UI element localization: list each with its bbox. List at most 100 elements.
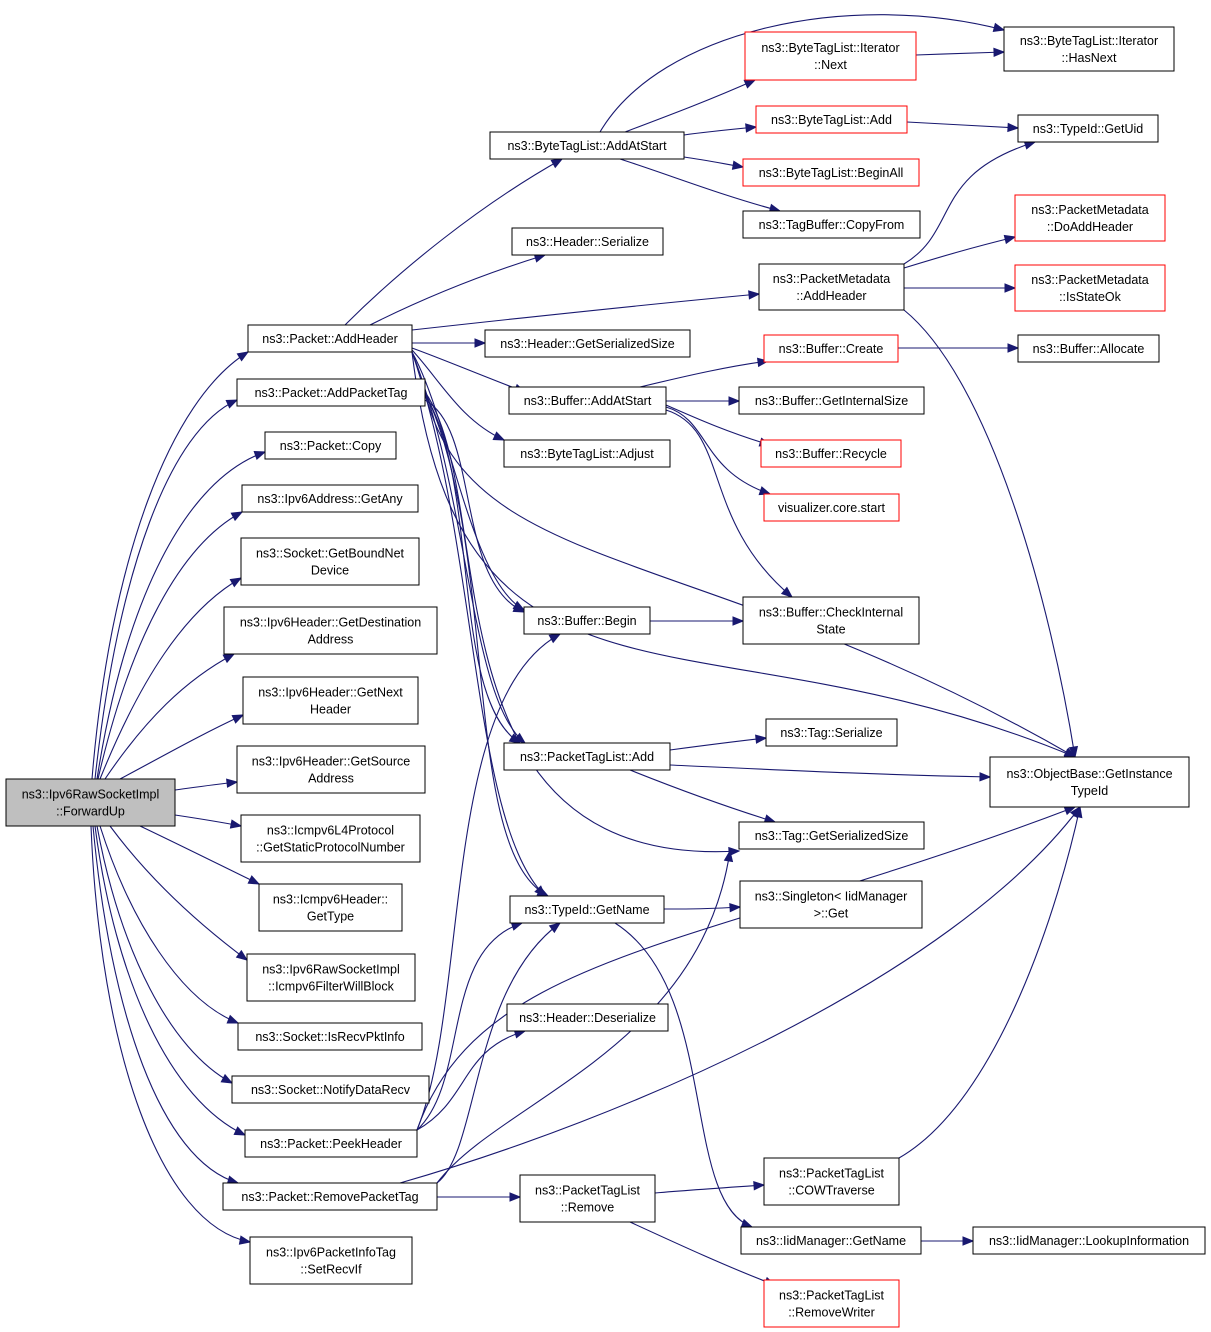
node-label: ns3::IidManager::GetName <box>756 1234 906 1248</box>
node-box <box>240 814 421 863</box>
arrowhead-icon <box>745 123 758 133</box>
node-icmp-get-type[interactable]: ns3::Icmpv6Header::GetType <box>258 883 403 932</box>
arrowhead-icon <box>729 902 742 913</box>
node-btl-adjust[interactable]: ns3::ByteTagList::Adjust <box>503 439 671 468</box>
node-box <box>523 606 651 635</box>
node-header-serialize[interactable]: ns3::Header::Serialize <box>511 227 664 256</box>
node-ptlcow-traverse[interactable]: ns3::PacketTagList::COWTraverse <box>763 1157 900 1206</box>
node-copy[interactable]: ns3::Packet::Copy <box>264 431 397 460</box>
node-pm-do-add-header[interactable]: ns3::PacketMetadata::DoAddHeader <box>1014 194 1166 242</box>
node-get-any[interactable]: ns3::Ipv6Address::GetAny <box>241 484 419 513</box>
node-ptl-remove[interactable]: ns3::PacketTagList::Remove <box>519 1174 656 1223</box>
edge-forward-up-to-icmpv6-filter-will-block <box>109 825 249 961</box>
node-btl-iterator-has-next[interactable]: ns3::ByteTagList::Iterator::HasNext <box>1003 26 1175 72</box>
node-box <box>241 484 419 513</box>
node-label: ::GetStaticProtocolNumber <box>256 841 405 855</box>
arrowhead-icon <box>474 338 487 348</box>
node-label: ::IsStateOk <box>1059 290 1122 304</box>
node-is-recv-pkt-info[interactable]: ns3::Socket::IsRecvPktInfo <box>237 1022 423 1051</box>
node-box <box>506 1003 669 1032</box>
node-type-id-get-name[interactable]: ns3::TypeId::GetName <box>509 895 665 924</box>
edge-line <box>94 825 246 1136</box>
node-type-id-get-uid[interactable]: ns3::TypeId::GetUid <box>1017 114 1159 143</box>
edge-line <box>629 1221 776 1286</box>
arrowhead-icon <box>1007 343 1020 353</box>
node-tag-get-serialized-size[interactable]: ns3::Tag::GetSerializedSize <box>738 821 925 850</box>
node-add-packet-tag[interactable]: ns3::Packet::AddPacketTag <box>236 378 426 407</box>
edge-line <box>906 121 1019 129</box>
edge-line <box>96 825 233 1084</box>
node-box <box>511 227 664 256</box>
node-box <box>740 1226 922 1255</box>
node-box <box>489 131 685 160</box>
node-peek-header[interactable]: ns3::Packet::PeekHeader <box>244 1129 418 1158</box>
node-buffer-allocate[interactable]: ns3::Buffer::Allocate <box>1017 334 1160 363</box>
node-buffer-recycle[interactable]: ns3::Buffer::Recycle <box>760 439 902 468</box>
node-btl-iterator-next[interactable]: ns3::ByteTagList::Iterator::Next <box>744 31 917 81</box>
node-label: ns3::Buffer::Allocate <box>1033 342 1145 356</box>
node-tag-serialize[interactable]: ns3::Tag::Serialize <box>765 718 898 747</box>
edge-line <box>96 451 266 780</box>
node-label: ns3::IidManager::LookupInformation <box>989 1234 1189 1248</box>
node-notify-data-recv[interactable]: ns3::Socket::NotifyDataRecv <box>231 1075 430 1104</box>
node-buffer-begin[interactable]: ns3::Buffer::Begin <box>523 606 651 635</box>
node-set-recv-if[interactable]: ns3::Ipv6PacketInfoTag::SetRecvIf <box>249 1236 413 1285</box>
node-add-header[interactable]: ns3::Packet::AddHeader <box>247 324 413 353</box>
node-label: ns3::Packet::AddPacketTag <box>255 386 408 400</box>
node-ptl-add[interactable]: ns3::PacketTagList::Add <box>503 742 671 771</box>
edge-add-header-to-pm-add-header <box>411 290 761 331</box>
node-buffer-add-at-start[interactable]: ns3::Buffer::AddAtStart <box>508 386 667 415</box>
edge-line <box>139 825 260 885</box>
node-remove-packet-tag[interactable]: ns3::Packet::RemovePacketTag <box>222 1182 438 1211</box>
arrowhead-icon <box>1007 122 1020 133</box>
edge-line <box>424 391 740 853</box>
node-box <box>503 439 671 468</box>
edge-line <box>411 351 526 744</box>
node-forward-up[interactable]: ns3::Ipv6RawSocketImpl::ForwardUp <box>5 778 176 827</box>
edge-line <box>915 51 1005 56</box>
node-btl-begin-all[interactable]: ns3::ByteTagList::BeginAll <box>742 158 920 187</box>
node-get-static-protocol-number[interactable]: ns3::Icmpv6L4Protocol::GetStaticProtocol… <box>240 814 421 863</box>
node-icmpv6-filter-will-block[interactable]: ns3::Ipv6RawSocketImpl::Icmpv6FilterWill… <box>246 953 416 1002</box>
node-buffer-create[interactable]: ns3::Buffer::Create <box>763 334 899 363</box>
node-pm-add-header[interactable]: ns3::PacketMetadata::AddHeader <box>758 263 905 311</box>
edge-btl-add-at-start-to-btl-iterator-next <box>624 79 757 133</box>
node-label: ns3::Packet::RemovePacketTag <box>241 1190 418 1204</box>
node-label: visualizer.core.start <box>778 501 886 515</box>
node-box <box>1014 264 1166 312</box>
node-pm-is-state-ok[interactable]: ns3::PacketMetadata::IsStateOk <box>1014 264 1166 312</box>
node-header-get-serialized-size[interactable]: ns3::Header::GetSerializedSize <box>484 329 691 358</box>
edge-line <box>91 351 249 780</box>
node-iid-manager-get-name[interactable]: ns3::IidManager::GetName <box>740 1226 922 1255</box>
edge-line <box>614 922 753 1228</box>
node-box <box>989 756 1190 808</box>
node-label: ns3::Buffer::Begin <box>537 614 636 628</box>
edge-peek-header-to-buffer-begin <box>416 633 562 1131</box>
node-label: ns3::ByteTagList::BeginAll <box>759 166 904 180</box>
edge-forward-up-to-get-any <box>97 511 244 780</box>
node-buffer-get-internal-size[interactable]: ns3::Buffer::GetInternalSize <box>738 386 925 415</box>
node-singleton-get[interactable]: ns3::Singleton< IidManager >::Get <box>739 880 923 929</box>
node-btl-add[interactable]: ns3::ByteTagList::Add <box>755 105 908 134</box>
edge-line <box>903 236 1016 269</box>
node-label: >::Get <box>814 907 849 921</box>
arrowhead-icon <box>222 653 236 664</box>
node-visualizer-start[interactable]: visualizer.core.start <box>763 493 900 522</box>
node-iid-manager-lookup-information[interactable]: ns3::IidManager::LookupInformation <box>972 1226 1206 1255</box>
edge-forward-up-to-remove-packet-tag <box>92 825 240 1185</box>
edge-line <box>411 351 546 897</box>
node-ptl-remove-writer[interactable]: ns3::PacketTagList::RemoveWriter <box>763 1279 900 1328</box>
node-tag-buffer-copy-from[interactable]: ns3::TagBuffer::CopyFrom <box>742 210 921 239</box>
node-header-deserialize[interactable]: ns3::Header::Deserialize <box>506 1003 669 1032</box>
arrowhead-icon <box>550 158 564 169</box>
node-label: Address <box>308 772 354 786</box>
node-label: ns3::PacketTagList::Add <box>520 750 654 764</box>
arrowhead-icon <box>723 849 734 863</box>
node-btl-add-at-start[interactable]: ns3::ByteTagList::AddAtStart <box>489 131 685 160</box>
